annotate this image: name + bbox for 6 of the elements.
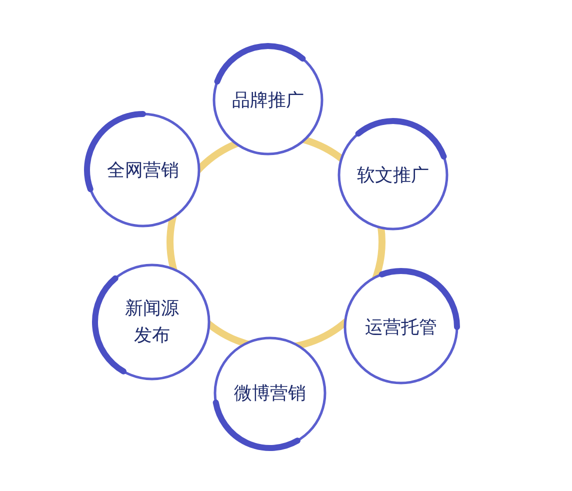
node-label: 软文推广	[356, 164, 430, 188]
node-label: 新闻源发布	[124, 297, 180, 348]
node-label: 微博营销	[233, 382, 307, 406]
node-label: 运营托管	[364, 316, 438, 340]
node-label: 品牌推广	[231, 88, 305, 112]
node-label: 全网营销	[106, 158, 180, 182]
